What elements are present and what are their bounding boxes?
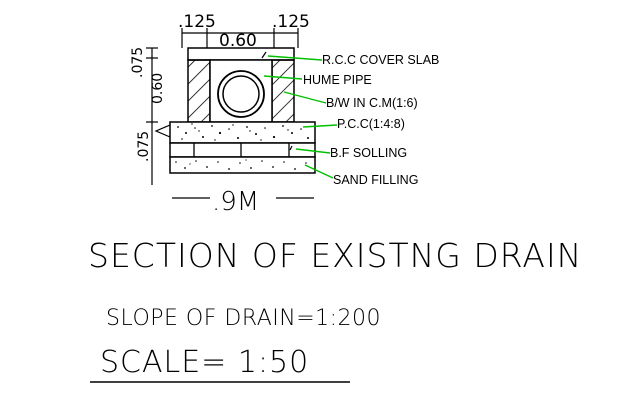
drain-structure [169, 47, 316, 174]
dim-base-thickness: .075 [136, 131, 152, 162]
bf-solling [169, 142, 316, 158]
brick-wall-right [271, 59, 295, 123]
pcc-base [169, 121, 316, 144]
label-bf-solling: B.F SOLLING [330, 146, 407, 160]
leader-lines [263, 55, 338, 179]
label-hume-pipe: HUME PIPE [303, 73, 372, 87]
hume-pipe-outer [217, 70, 265, 118]
dim-total-width: .9M [212, 187, 259, 217]
slope-note: SLOPE OF DRAIN=1:200 [106, 306, 381, 331]
brick-wall-left [187, 59, 211, 123]
label-pcc: P.C.C(1:4:8) [337, 117, 405, 131]
pcc-stipple [177, 123, 309, 141]
dim-left-offset: .125 [178, 12, 216, 32]
dim-inner-width: 0.60 [219, 31, 257, 51]
label-sand-filling: SAND FILLING [333, 173, 418, 187]
dim-right-offset: .125 [272, 12, 310, 32]
hume-pipe-inner [222, 75, 260, 113]
sand-filling [169, 156, 316, 174]
left-dimension [146, 47, 171, 185]
dim-top-thickness: .075 [130, 47, 146, 78]
top-dimension [181, 28, 299, 48]
label-cover-slab: R.C.C COVER SLAB [322, 53, 439, 67]
scale-note: SCALE= 1:50 [100, 345, 309, 380]
sand-stipple [175, 159, 307, 170]
label-brickwork: B/W IN C.M(1:6) [326, 96, 418, 110]
dim-inner-height: 0.60 [150, 73, 166, 104]
rcc-cover-slab [187, 47, 295, 61]
drawing-title: SECTION OF EXISTNG DRAIN [88, 236, 582, 275]
